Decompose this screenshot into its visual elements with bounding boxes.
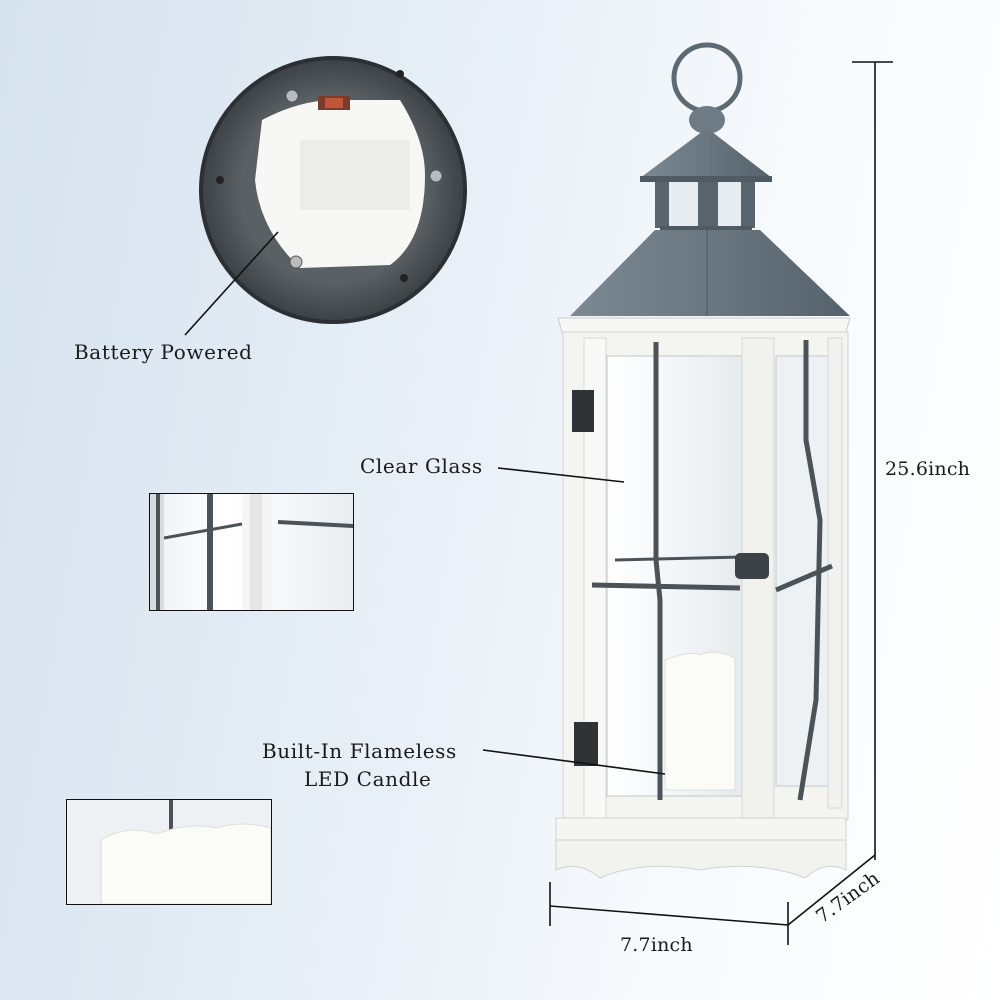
lantern-ring — [671, 42, 743, 114]
led-candle-label-line1: Built-In Flameless — [262, 739, 457, 763]
led-candle-label-line2: LED Candle — [304, 767, 432, 791]
clear-glass-label: Clear Glass — [360, 454, 483, 478]
candle-closeup-inset — [66, 799, 272, 905]
dimension-lines — [549, 61, 893, 945]
height-dimension-label: 25.6inch — [885, 458, 971, 480]
battery-powered-label: Battery Powered — [74, 340, 253, 364]
candle-closeup-illustration — [100, 800, 271, 904]
glass-closeup-inset — [149, 493, 354, 611]
lantern-body — [555, 331, 849, 879]
battery-compartment-inset — [199, 56, 467, 324]
width-dimension-label: 7.7inch — [620, 934, 693, 956]
glass-closeup-illustration — [150, 494, 353, 610]
